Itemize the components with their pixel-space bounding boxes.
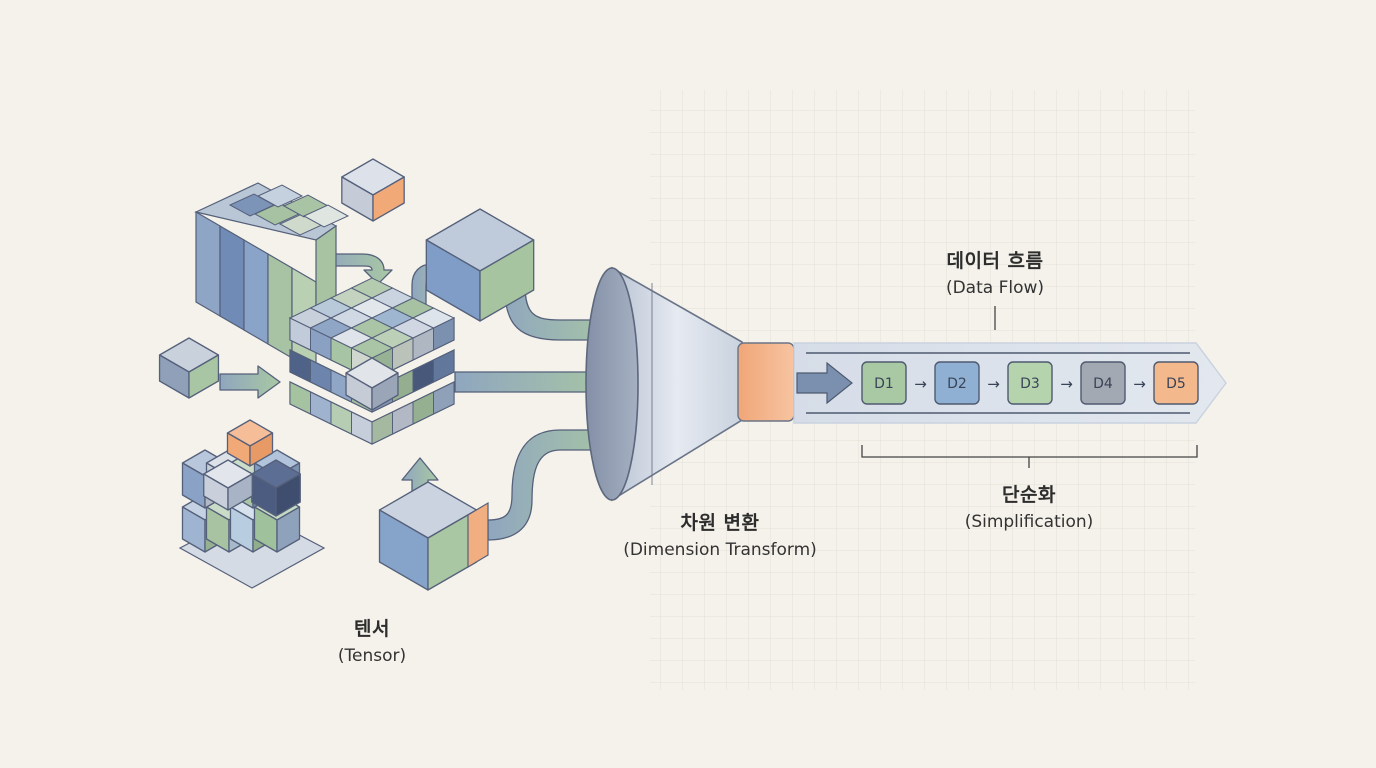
tensor-cell bbox=[310, 391, 332, 425]
tensor-label: 텐서 (Tensor) bbox=[292, 614, 452, 666]
pipeline-arrow: → bbox=[987, 375, 1000, 393]
tensor-cell bbox=[351, 411, 373, 445]
transform-label: 차원 변환 (Dimension Transform) bbox=[595, 508, 845, 560]
flow-label: 데이터 흐름 (Data Flow) bbox=[895, 246, 1095, 298]
tensor-label-en: (Tensor) bbox=[337, 646, 407, 666]
arrow-top-curve bbox=[321, 253, 393, 285]
pipeline-node-label: D1 bbox=[874, 376, 894, 392]
tensor-cell bbox=[330, 401, 352, 435]
stack-orange-cube bbox=[226, 419, 274, 467]
pipeline-node-box bbox=[1080, 361, 1126, 405]
pipeline-node-d1: D1 bbox=[861, 361, 907, 405]
flow-label-en: (Data Flow) bbox=[945, 278, 1045, 298]
column-block-face bbox=[195, 210, 221, 318]
funnel-nozzle bbox=[737, 342, 795, 422]
flow-label-ko: 데이터 흐름 bbox=[946, 250, 1044, 272]
pipeline-node-label: D4 bbox=[1093, 376, 1113, 392]
pipeline-node-box bbox=[1007, 361, 1053, 405]
small-cube-left bbox=[158, 337, 220, 399]
pipeline-node-box bbox=[1153, 361, 1199, 405]
stack-light-cube bbox=[203, 459, 253, 511]
pipeline-arrow: → bbox=[914, 375, 927, 393]
column-block-face bbox=[219, 224, 245, 332]
pipeline-node-label: D5 bbox=[1166, 376, 1186, 392]
tensor-cell bbox=[371, 411, 393, 445]
tensor-top-cell bbox=[411, 307, 456, 329]
transform-label-ko: 차원 변환 bbox=[680, 512, 760, 534]
tensor-highlight-cube bbox=[345, 357, 399, 411]
pipeline-node-d3: D3 bbox=[1007, 361, 1053, 405]
small-cube-top bbox=[341, 158, 405, 222]
simplification-label-ko: 단순화 bbox=[1002, 484, 1056, 506]
tensor-cell bbox=[412, 391, 434, 425]
pipeline-nodes: D1 → D2 → D3 → D4 → D5 bbox=[861, 361, 1199, 405]
pipeline-arrow: → bbox=[1133, 375, 1146, 393]
tensor-cell bbox=[433, 381, 455, 415]
column-block-face bbox=[267, 252, 293, 360]
pipeline-node-d2: D2 bbox=[934, 361, 980, 405]
simplification-bracket bbox=[861, 445, 1198, 468]
dimension-funnel bbox=[585, 266, 795, 502]
big-cube-lower-orange-strip bbox=[467, 501, 489, 569]
simplification-label-en: (Simplification) bbox=[964, 512, 1094, 532]
tensor-label-ko: 텐서 bbox=[354, 618, 390, 640]
column-block-face bbox=[243, 238, 269, 346]
arrow-left-cube bbox=[219, 365, 281, 399]
pipeline-arrow: → bbox=[1060, 375, 1073, 393]
tensor-cell bbox=[289, 381, 311, 415]
tensor-cell bbox=[412, 359, 434, 393]
column-block-tile bbox=[302, 204, 350, 228]
tensor-cubes bbox=[158, 158, 535, 591]
pipeline-node-label: D3 bbox=[1020, 376, 1040, 392]
simplification-label: 단순화 (Simplification) bbox=[929, 480, 1129, 532]
pipeline-node-box bbox=[861, 361, 907, 405]
column-block-tile bbox=[256, 184, 304, 208]
pipeline-node-label: D2 bbox=[947, 376, 967, 392]
big-cube-upper bbox=[425, 208, 535, 322]
pipeline-node-d5: D5 bbox=[1153, 361, 1199, 405]
pipeline-node-d4: D4 bbox=[1080, 361, 1126, 405]
transform-label-en: (Dimension Transform) bbox=[623, 540, 817, 560]
big-cube-lower bbox=[378, 481, 478, 591]
tensor-cell bbox=[310, 359, 332, 393]
pipeline-node-box bbox=[934, 361, 980, 405]
tensor-cell bbox=[433, 349, 455, 383]
tensor-cell bbox=[392, 401, 414, 435]
tube-entry-arrow bbox=[796, 361, 853, 405]
